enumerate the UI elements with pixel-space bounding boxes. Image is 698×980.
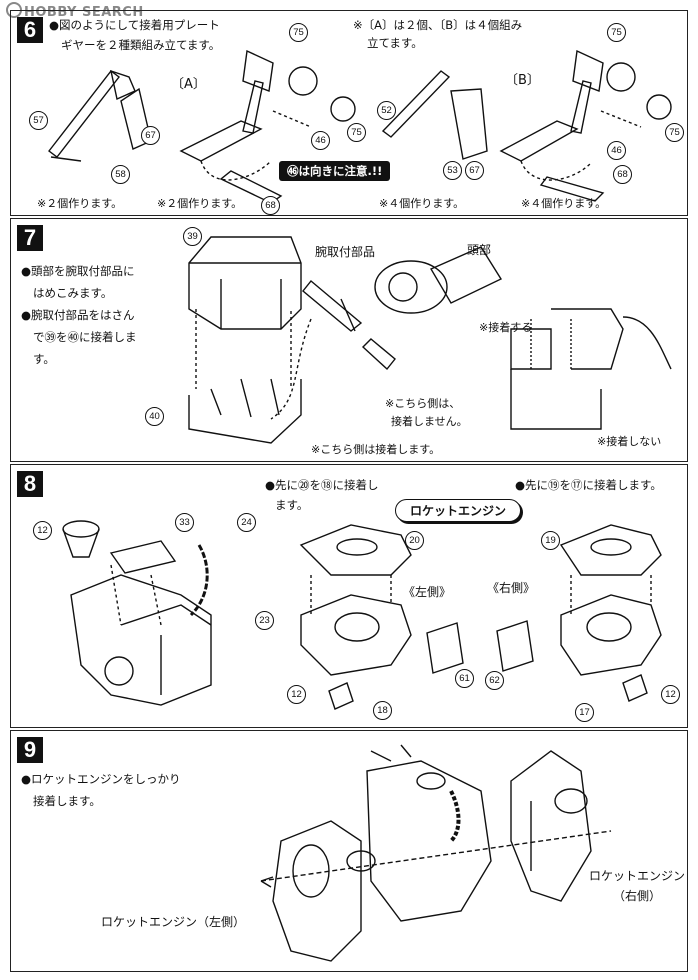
part-number: 12 [661,685,680,704]
part-number: 52 [377,101,396,120]
part-number: 75 [289,23,308,42]
step-number: 6 [17,17,43,43]
instruction-line: はめこみます。 [33,286,113,300]
part-number: 58 [111,165,130,184]
instruction-line: ●先に⑲を⑰に接着します。 [515,478,662,492]
left-side-label: 《左側》 [403,585,452,599]
part-number: 12 [33,521,52,540]
part-number: 20 [405,531,424,550]
instruction-line: ●腕取付部品をはさん [21,308,135,322]
part-number: 39 [183,227,202,246]
part-number: 33 [175,513,194,532]
part-number: 12 [287,685,306,704]
arm-mount-label: 腕取付部品 [315,245,376,259]
step-number: 8 [17,471,43,497]
instruction-line: 接着します。 [33,794,101,808]
rocket-engine-banner: ロケットエンジン [395,499,522,522]
part-number: 61 [455,669,474,688]
step-6-illustration [48,49,672,204]
make-count-note: ※２個作ります。 [157,197,243,210]
part-number: 46 [607,141,626,160]
rocket-engine-right-side: （右側） [613,889,662,903]
instruction-line: ●図のようにして接着用プレート [49,18,220,32]
note-line: 立てます。 [367,36,423,50]
step-7-panel: 7 ●頭部を腕取付部品に はめこみます。 ●腕取付部品をはさん で㊴を㊵に接着し… [10,218,688,462]
step-9-illustration [260,744,612,962]
glue-note: ※接着する [479,321,533,334]
make-count-note: ※４個作ります。 [521,197,607,210]
instruction-line: ●先に⑳を⑱に接着し [265,478,379,492]
make-count-note: ※２個作ります。 [37,197,123,210]
part-number: 46 [311,131,330,150]
part-number: 67 [141,126,160,145]
part-number: 62 [485,671,504,690]
part-number: 53 [443,161,462,180]
part-number: 24 [237,513,256,532]
rocket-engine-right-label: ロケットエンジン [589,869,686,883]
side-note: 接着しません。 [391,415,468,428]
orientation-callout: ㊻は向きに注意.!! [279,161,391,181]
instruction-line: す。 [33,352,55,366]
rocket-engine-left-label: ロケットエンジン（左側） [101,915,246,929]
step-8-illustration [62,520,662,710]
instruction-line: で㊴を㊵に接着しま [33,330,137,344]
part-number: 17 [575,703,594,722]
part-number: 40 [145,407,164,426]
note-line: ※〔A〕は２個、〔B〕は４個組み [353,18,523,32]
step-number: 7 [17,225,43,251]
instruction-line: ●ロケットエンジンをしっかり [21,772,181,786]
make-count-note: ※４個作ります。 [379,197,465,210]
variant-a-label: 〔A〕 [171,77,206,92]
instruction-line: ●頭部を腕取付部品に [21,264,135,278]
step-6-panel: 6 ●図のようにして接着用プレート ギヤーを２種類組み立てます。 ※〔A〕は２個… [10,10,688,216]
part-number: 23 [255,611,274,630]
instruction-line: ます。 [275,498,309,512]
side-note: ※こちら側は接着します。 [311,443,441,456]
part-number: 75 [347,123,366,142]
variant-b-label: 〔B〕 [505,73,540,88]
step-7-illustration [188,236,672,444]
right-side-label: 《右側》 [487,581,536,595]
part-number: 68 [613,165,632,184]
step-8-panel: 8 ●先に⑳を⑱に接着し ます。 ●先に⑲を⑰に接着します。 ロケットエンジン … [10,464,688,728]
part-number: 57 [29,111,48,130]
part-number: 75 [607,23,626,42]
part-number: 18 [373,701,392,720]
part-number: 19 [541,531,560,550]
instruction-line: ギヤーを２種類組み立てます。 [61,38,221,52]
side-note: ※こちら側は、 [385,397,461,410]
part-number: 67 [465,161,484,180]
part-number: 68 [261,196,280,215]
no-glue-note: ※接着しない [597,435,662,448]
part-number: 75 [665,123,684,142]
watermark-text: HOBBY SEARCH [24,5,144,20]
step-9-panel: 9 ●ロケットエンジンをしっかり 接着します。 ロケットエンジン （右側） ロケ… [10,730,688,972]
step-number: 9 [17,737,43,763]
